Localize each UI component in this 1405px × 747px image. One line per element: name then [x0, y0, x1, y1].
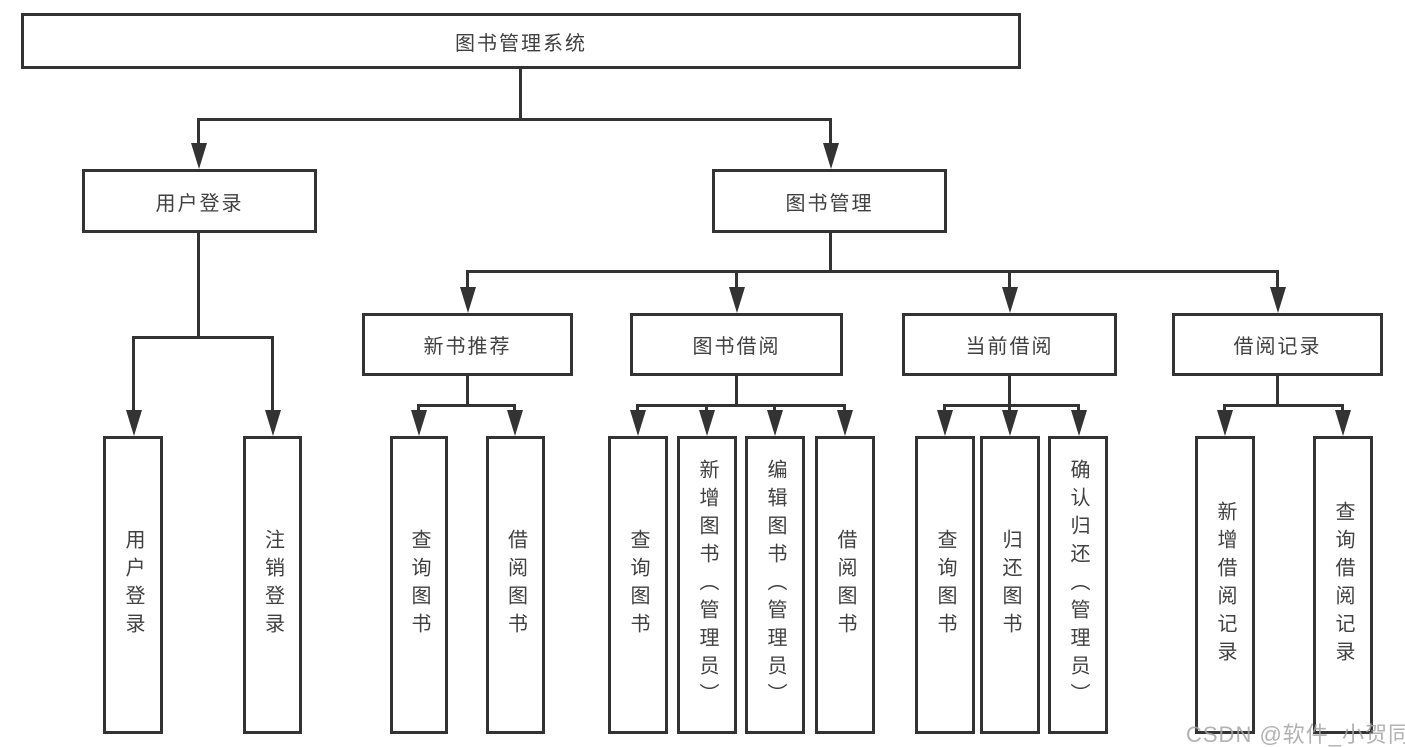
arrow-down-icon — [699, 410, 715, 436]
connector-line — [417, 404, 420, 414]
node-user-login-label: 用户登录 — [155, 192, 244, 215]
connector-line — [271, 336, 274, 412]
connector-line — [943, 404, 1080, 407]
connector-line — [417, 404, 516, 407]
connector-line — [735, 270, 738, 290]
node-current-borrowing: 当前借阅 — [902, 313, 1117, 376]
leaf-borrowing-add-books-admin: 新增图书（管理员） — [677, 436, 737, 734]
leaf-borrowing-borrow-books: 借阅图书 — [815, 436, 875, 734]
leaf-records-query-record: 查询借阅记录 — [1313, 436, 1373, 734]
leaf-current-return-books-label: 归还图书 — [999, 529, 1021, 641]
leaf-borrowing-borrow-books-label: 借阅图书 — [834, 529, 856, 641]
arrow-down-icon — [411, 410, 427, 436]
connector-line — [1077, 404, 1080, 414]
leaf-records-add-record-label: 新增借阅记录 — [1214, 501, 1236, 669]
arrow-down-icon — [460, 287, 476, 313]
arrow-down-icon — [767, 410, 783, 436]
leaf-newbook-borrow-books: 借阅图书 — [486, 436, 545, 734]
node-book-borrowing-label: 图书借阅 — [692, 336, 781, 358]
arrow-down-icon — [823, 143, 839, 169]
leaf-borrowing-query-books: 查询图书 — [608, 436, 668, 734]
leaf-borrowing-add-books-admin-label: 新增图书（管理员） — [696, 459, 718, 711]
leaf-records-add-record: 新增借阅记录 — [1195, 436, 1255, 734]
node-user-login: 用户登录 — [82, 169, 317, 233]
connector-line — [1341, 404, 1344, 414]
leaf-borrowing-query-books-label: 查询图书 — [627, 529, 649, 641]
connector-line — [843, 404, 846, 414]
leaf-current-return-books: 归还图书 — [980, 436, 1040, 734]
connector-line — [466, 270, 1279, 273]
connector-line — [1276, 270, 1279, 290]
node-book-borrowing: 图书借阅 — [630, 313, 843, 376]
arrow-down-icon — [265, 410, 281, 436]
leaf-user-login: 用户登录 — [103, 436, 163, 734]
arrow-down-icon — [126, 410, 142, 436]
connector-line — [1223, 404, 1226, 414]
connector-line — [519, 69, 522, 120]
leaf-newbook-query-books-label: 查询图书 — [408, 529, 430, 641]
arrow-down-icon — [1270, 287, 1286, 313]
connector-line — [636, 404, 846, 407]
connector-line — [1008, 404, 1011, 414]
leaf-user-login-label: 用户登录 — [122, 529, 144, 641]
connector-line — [1008, 376, 1011, 407]
node-borrowing-records-label: 借阅记录 — [1233, 336, 1322, 358]
connector-line — [1223, 404, 1344, 407]
connector-line — [705, 404, 708, 414]
node-book-management-label: 图书管理 — [785, 192, 874, 215]
arrow-down-icon — [507, 410, 523, 436]
leaf-current-confirm-return-admin: 确认归还（管理员） — [1048, 436, 1108, 734]
leaf-current-confirm-return-admin-label: 确认归还（管理员） — [1067, 459, 1089, 711]
connector-line — [197, 118, 200, 146]
node-book-management: 图书管理 — [712, 169, 947, 233]
node-current-borrowing-label: 当前借阅 — [965, 336, 1054, 358]
connector-line — [943, 404, 946, 414]
arrow-down-icon — [1335, 410, 1351, 436]
connector-line — [132, 336, 274, 339]
connector-line — [636, 404, 639, 414]
arrow-down-icon — [1071, 410, 1087, 436]
leaf-current-query-books: 查询图书 — [915, 436, 975, 734]
connector-line — [197, 118, 832, 121]
arrow-down-icon — [1217, 410, 1233, 436]
leaf-borrowing-edit-books-admin-label: 编辑图书（管理员） — [764, 459, 786, 711]
node-borrowing-records: 借阅记录 — [1172, 313, 1383, 376]
leaf-records-query-record-label: 查询借阅记录 — [1332, 501, 1354, 669]
connector-line — [1008, 270, 1011, 290]
leaf-logout: 注销登录 — [243, 436, 302, 734]
connector-line — [829, 233, 832, 273]
connector-line — [132, 336, 135, 412]
arrow-down-icon — [191, 143, 207, 169]
connector-line — [197, 233, 200, 339]
arrow-down-icon — [837, 410, 853, 436]
node-root-system: 图书管理系统 — [21, 13, 1021, 69]
connector-line — [773, 404, 776, 414]
connector-line — [1276, 376, 1279, 407]
arrow-down-icon — [729, 287, 745, 313]
arrow-down-icon — [937, 410, 953, 436]
arrow-down-icon — [1002, 287, 1018, 313]
leaf-borrowing-edit-books-admin: 编辑图书（管理员） — [745, 436, 805, 734]
node-new-book-recommend-label: 新书推荐 — [423, 336, 512, 358]
connector-line — [466, 376, 469, 407]
node-root-label: 图书管理系统 — [455, 32, 587, 55]
connector-line — [829, 118, 832, 146]
connector-line — [466, 270, 469, 290]
arrow-down-icon — [630, 410, 646, 436]
leaf-logout-label: 注销登录 — [261, 529, 284, 641]
leaf-newbook-query-books: 查询图书 — [390, 436, 448, 734]
arrow-down-icon — [1002, 410, 1018, 436]
leaf-newbook-borrow-books-label: 借阅图书 — [504, 529, 527, 641]
leaf-current-query-books-label: 查询图书 — [934, 529, 956, 641]
connector-line — [735, 376, 738, 407]
node-new-book-recommend: 新书推荐 — [362, 313, 573, 376]
csdn-watermark: CSDN @软件_小贺同学 — [1186, 722, 1405, 747]
connector-line — [513, 404, 516, 414]
